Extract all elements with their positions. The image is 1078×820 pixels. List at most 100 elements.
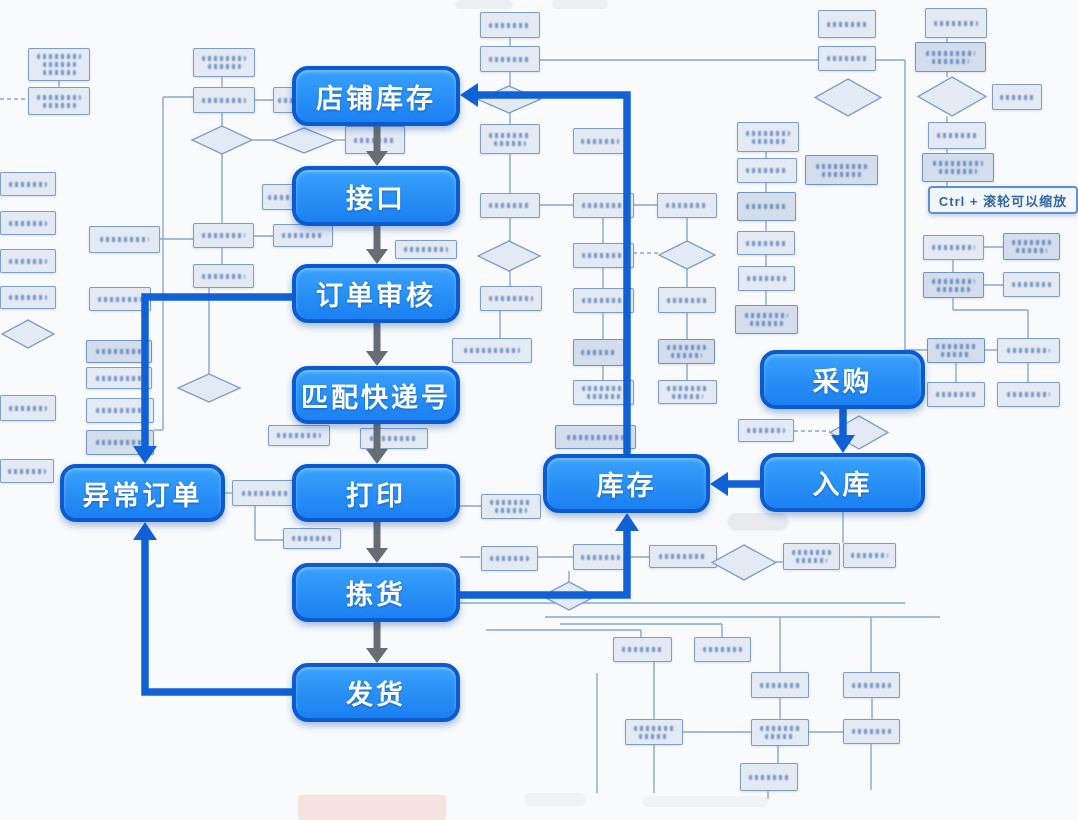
- illegible-text-smudge: [851, 553, 888, 558]
- illegible-text-smudge: [749, 321, 784, 326]
- inbound-node[interactable]: 入库: [760, 453, 925, 512]
- illegible-text-smudge: [936, 133, 978, 138]
- bg-process-box: [0, 211, 56, 235]
- bg-process-box: [480, 12, 540, 38]
- background-patch: [298, 795, 446, 820]
- bg-process-box: [480, 286, 542, 311]
- illegible-text-smudge: [1006, 392, 1051, 397]
- bg-process-box: [927, 382, 985, 407]
- bg-process-box: [751, 672, 809, 698]
- illegible-text-smudge: [935, 392, 977, 397]
- bg-process-box: [658, 287, 716, 313]
- illegible-text-smudge: [932, 278, 975, 284]
- bg-process-box: [928, 122, 986, 149]
- illegible-text-smudge: [95, 349, 143, 354]
- illegible-text-smudge: [489, 203, 531, 208]
- illegible-text-smudge: [490, 500, 532, 505]
- bg-process-box: [86, 367, 152, 389]
- background-patch: [642, 796, 768, 807]
- picking-node[interactable]: 拣货: [292, 563, 460, 622]
- print-node[interactable]: 打印: [292, 464, 460, 522]
- illegible-text-smudge: [815, 163, 868, 169]
- bg-process-box: [481, 494, 541, 519]
- illegible-text-smudge: [489, 56, 531, 62]
- step-arrow-interface-to-order-review-arrowhead: [366, 249, 388, 264]
- inventory-node[interactable]: 库存: [543, 454, 710, 513]
- bg-process-box: [818, 46, 876, 71]
- decision-diamond: [916, 76, 988, 117]
- bg-process-box: [573, 128, 627, 154]
- illegible-text-smudge: [851, 729, 892, 734]
- illegible-text-smudge: [821, 171, 862, 177]
- interface-node[interactable]: 接口: [292, 166, 460, 226]
- bg-process-box: [89, 287, 151, 311]
- illegible-text-smudge: [95, 375, 143, 381]
- illegible-text-smudge: [932, 161, 984, 166]
- flow-edge-shipping-to-abnormal-orders-arrowhead: [133, 522, 157, 540]
- illegible-text-smudge: [582, 203, 625, 208]
- illegible-text-smudge: [463, 348, 521, 353]
- bg-process-box: [997, 382, 1060, 407]
- order-review-node[interactable]: 订单审核: [292, 264, 460, 323]
- bg-process-box: [0, 459, 54, 483]
- illegible-text-smudge: [494, 140, 526, 146]
- illegible-text-smudge: [489, 556, 530, 561]
- illegible-text-smudge: [8, 295, 48, 300]
- decision-diamond: [657, 240, 717, 270]
- flow-edge-picking-to-inventory: [460, 529, 631, 599]
- illegible-text-smudge: [1006, 348, 1051, 353]
- bg-process-box: [89, 226, 160, 253]
- illegible-text-smudge: [277, 433, 321, 438]
- bg-process-box: [480, 193, 540, 218]
- abnormal-orders-node[interactable]: 异常订单: [60, 464, 225, 522]
- match-tracking-number-node[interactable]: 匹配快递号: [292, 366, 460, 424]
- bg-process-box: [0, 286, 56, 309]
- bg-process-box: [28, 87, 90, 115]
- illegible-text-smudge: [37, 94, 81, 100]
- illegible-text-smudge: [745, 240, 787, 246]
- illegible-text-smudge: [633, 725, 675, 731]
- bg-process-box: [481, 546, 538, 571]
- decision-diamond: [476, 240, 542, 272]
- bg-process-box: [86, 340, 152, 363]
- bg-process-box: [232, 480, 300, 506]
- shop-inventory-node[interactable]: 店铺库存: [292, 66, 460, 126]
- bg-process-box: [737, 192, 796, 221]
- illegible-text-smudge: [751, 138, 785, 144]
- illegible-text-smudge: [582, 253, 625, 258]
- bg-process-box: [573, 544, 628, 570]
- illegible-text-smudge: [567, 434, 624, 440]
- illegible-text-smudge: [202, 56, 246, 61]
- bg-process-box: [927, 338, 985, 363]
- bg-process-box: [480, 46, 540, 72]
- illegible-text-smudge: [282, 233, 324, 238]
- bg-process-box: [818, 10, 876, 38]
- illegible-text-smudge: [489, 22, 531, 28]
- illegible-text-smudge: [8, 258, 48, 264]
- shipping-node[interactable]: 发货: [292, 663, 460, 722]
- illegible-text-smudge: [745, 204, 788, 209]
- bg-process-box: [737, 122, 799, 152]
- illegible-text-smudge: [937, 286, 970, 292]
- decision-diamond: [176, 373, 242, 403]
- illegible-text-smudge: [932, 245, 975, 250]
- decision-diamond: [271, 127, 337, 154]
- illegible-text-smudge: [791, 550, 832, 555]
- bg-process-box: [0, 395, 56, 421]
- illegible-text-smudge: [935, 344, 977, 349]
- illegible-text-smudge: [746, 130, 790, 136]
- illegible-text-smudge: [99, 237, 150, 242]
- illegible-text-smudge: [291, 536, 333, 541]
- illegible-text-smudge: [8, 220, 48, 226]
- purchase-node[interactable]: 采购: [760, 350, 925, 409]
- bg-process-box: [738, 266, 795, 291]
- step-arrow-order-review-to-match-tracking-number-arrowhead: [366, 351, 388, 366]
- background-patch: [455, 0, 513, 9]
- illegible-text-smudge: [582, 386, 625, 391]
- illegible-text-smudge: [1011, 282, 1052, 287]
- illegible-text-smudge: [746, 428, 786, 433]
- illegible-text-smudge: [587, 394, 620, 399]
